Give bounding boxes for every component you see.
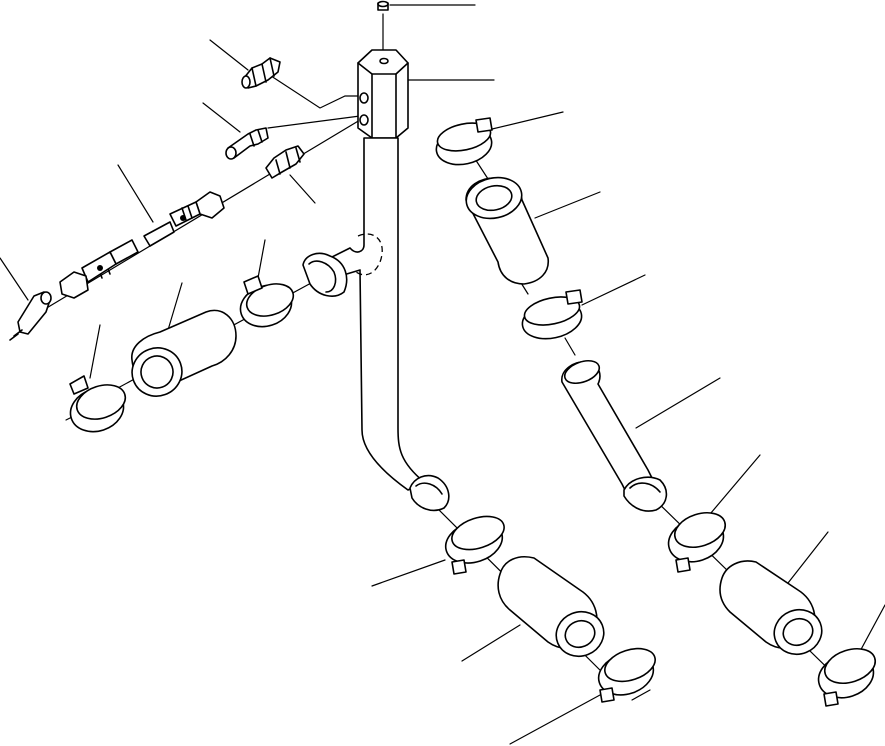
hose-d [719,560,823,656]
leader-line-hose-d [461,624,521,662]
leader-line-hose-a [167,282,183,331]
leader-line-clamp-d [581,274,646,306]
hose-clamp-f [597,647,656,703]
hose-clamp-e [444,515,505,575]
axis-adapter-to-block [264,71,363,109]
leader-line-clamp-f [857,604,885,656]
axis-nipple-to-block [267,115,361,129]
leader-line-connector [289,174,316,204]
connector [265,145,305,179]
hose-clamp-a [239,275,295,328]
hexagon-block [357,49,409,139]
hose-clamp-h [817,647,877,707]
elbow-pipe [561,359,668,512]
leader-line-hose-b [534,191,601,219]
pipe-with-fittings [59,191,225,299]
hose-clamp-b [69,375,127,433]
t-pipe [302,137,450,512]
leader-line-pipe-fitting [117,164,154,223]
nipple [225,127,269,160]
adapter-elbow [241,57,281,89]
leader-line-adapter [209,39,249,71]
leader-line-clamp-a [257,239,266,279]
leader-line-clamp-h [509,694,601,745]
leader-line-hose-c [787,531,829,584]
sensor-plug [9,291,52,341]
leader-line-clamp-e [704,454,761,521]
hose-clamp-d [521,289,583,340]
leader-line-clamp-c [487,111,564,131]
hose-b [465,176,549,285]
leader-line-clamp-i [631,689,651,701]
leader-line-elbow [635,377,721,429]
axis-right-column-3 [564,337,576,356]
leader-line-clamp-g [371,559,446,587]
hose-c [497,556,605,658]
leader-line-nipple [202,102,241,133]
leader-lines [0,4,885,745]
hose-clamp-g [667,511,727,573]
plug [377,0,389,11]
hose-a [131,309,237,397]
leader-line-sensor [0,257,29,301]
leader-line-clamp-b [89,324,101,379]
hose-clamp-c [435,117,493,166]
